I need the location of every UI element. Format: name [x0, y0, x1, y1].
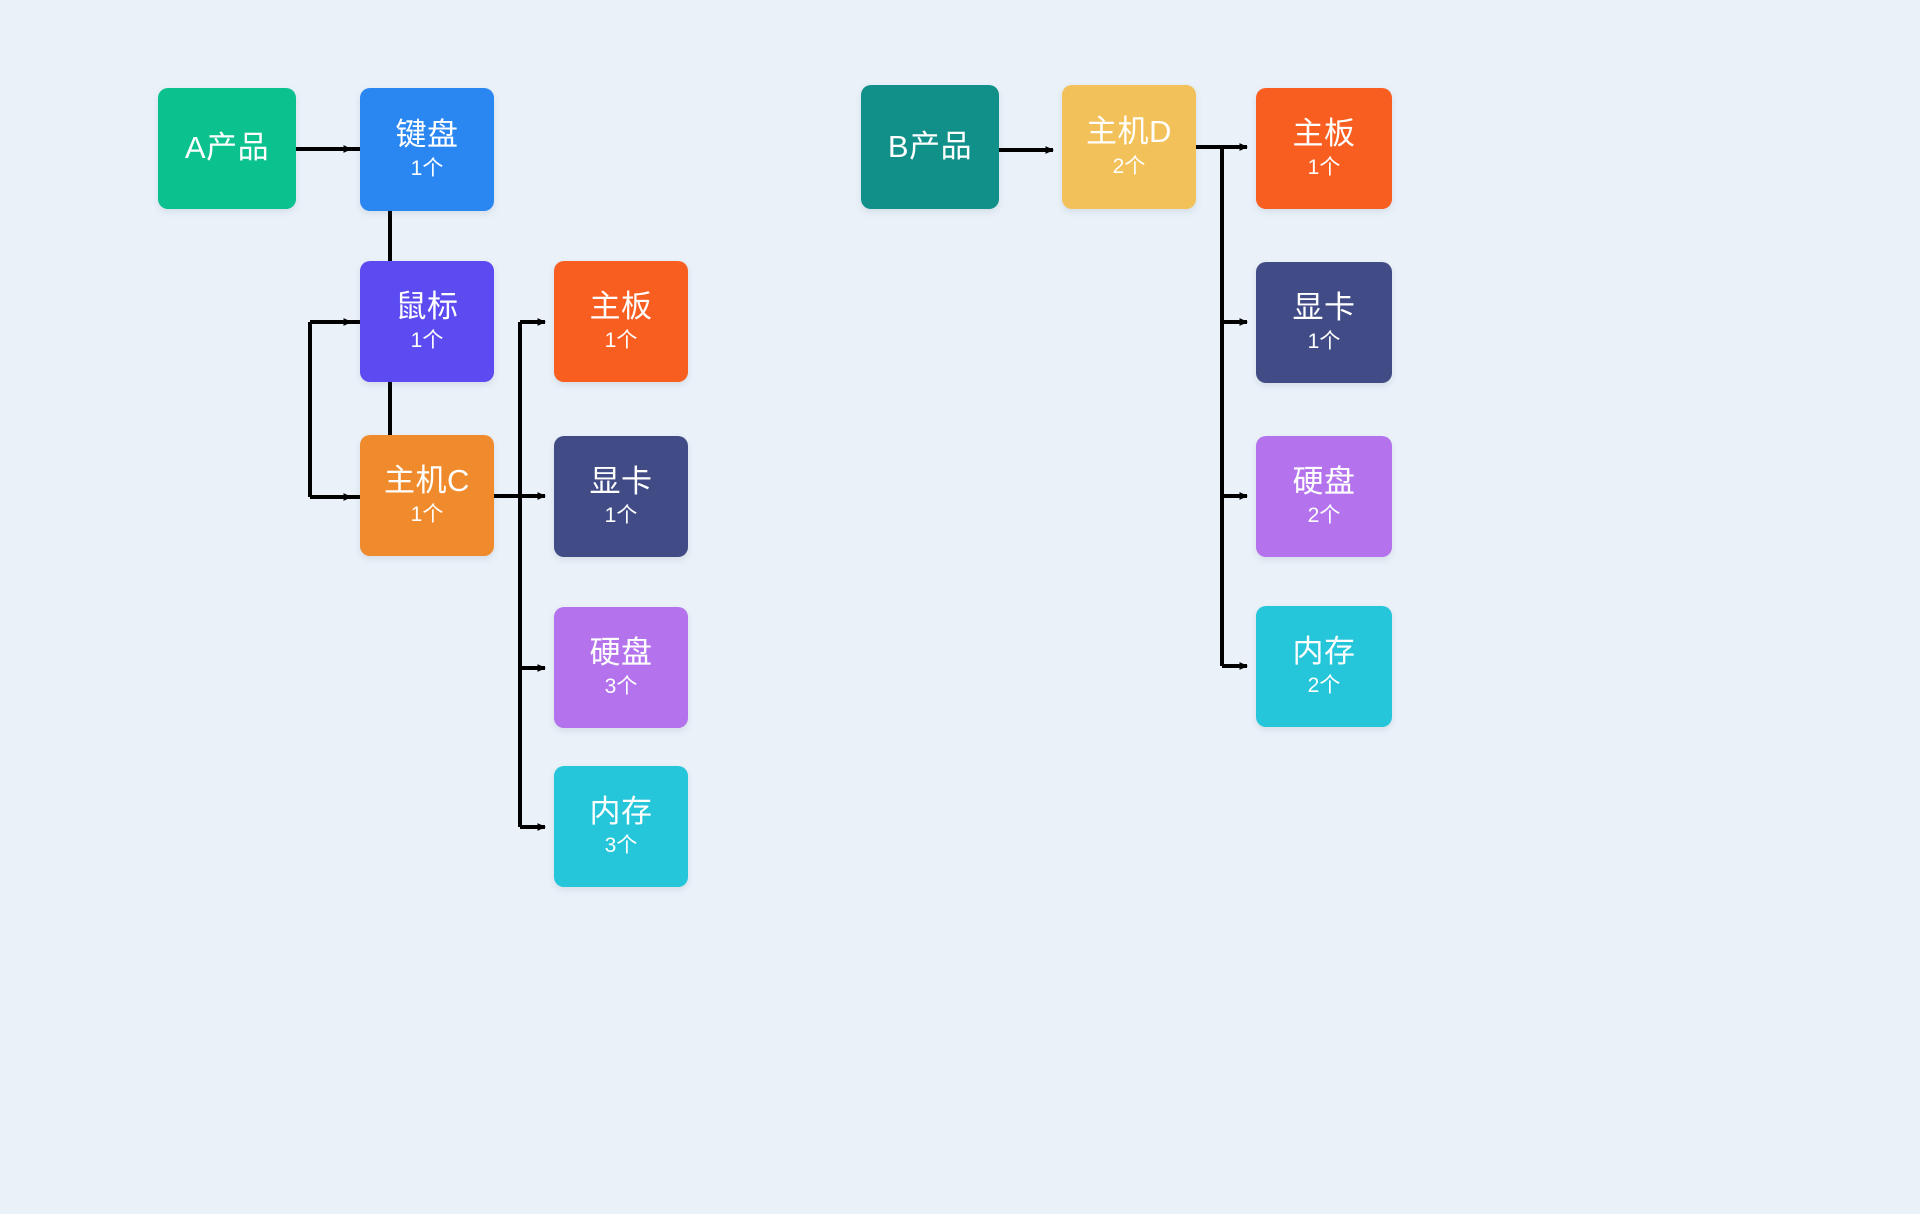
node-b-product[interactable]: B产品: [861, 85, 999, 209]
node-title: 键盘: [395, 116, 459, 152]
node-a-keyboard[interactable]: 键盘 1个: [360, 88, 494, 211]
node-a-gpu[interactable]: 显卡 1个: [554, 436, 688, 557]
node-title: 内存: [1292, 633, 1356, 669]
host-c-spine: [494, 322, 522, 827]
node-title: B产品: [887, 128, 973, 164]
node-title: 鼠标: [395, 288, 459, 324]
node-a-product[interactable]: A产品: [158, 88, 296, 209]
node-quantity: 1个: [604, 329, 638, 353]
node-title: 主板: [589, 288, 653, 324]
node-title: 主机C: [384, 462, 470, 498]
node-quantity: 2个: [1112, 154, 1146, 178]
node-a-host-c[interactable]: 主机C 1个: [360, 435, 494, 556]
node-quantity: 3个: [604, 834, 638, 858]
node-b-memory[interactable]: 内存 2个: [1256, 606, 1392, 727]
node-b-disk[interactable]: 硬盘 2个: [1256, 436, 1392, 557]
node-b-host-d[interactable]: 主机D 2个: [1062, 85, 1196, 209]
node-quantity: 1个: [410, 329, 444, 353]
node-quantity: 1个: [410, 157, 444, 181]
node-quantity: 3个: [604, 675, 638, 699]
node-title: 硬盘: [589, 634, 653, 670]
node-b-gpu[interactable]: 显卡 1个: [1256, 262, 1392, 383]
node-title: 显卡: [1292, 289, 1356, 325]
node-title: 主机D: [1086, 114, 1172, 150]
node-title: 硬盘: [1292, 463, 1356, 499]
node-quantity: 1个: [1307, 330, 1341, 354]
node-quantity: 2个: [1307, 504, 1341, 528]
node-title: 内存: [589, 793, 653, 829]
node-quantity: 1个: [410, 503, 444, 527]
node-quantity: 2个: [1307, 674, 1341, 698]
node-title: A产品: [184, 130, 270, 166]
node-title: 显卡: [589, 463, 653, 499]
node-a-memory[interactable]: 内存 3个: [554, 766, 688, 887]
node-a-disk[interactable]: 硬盘 3个: [554, 607, 688, 728]
node-quantity: 1个: [1307, 156, 1341, 180]
host-d-spine: [1196, 145, 1224, 666]
node-quantity: 1个: [604, 504, 638, 528]
node-title: 主板: [1292, 115, 1356, 151]
node-b-mainboard[interactable]: 主板 1个: [1256, 88, 1392, 209]
node-a-mainboard[interactable]: 主板 1个: [554, 261, 688, 382]
node-a-mouse[interactable]: 鼠标 1个: [360, 261, 494, 382]
